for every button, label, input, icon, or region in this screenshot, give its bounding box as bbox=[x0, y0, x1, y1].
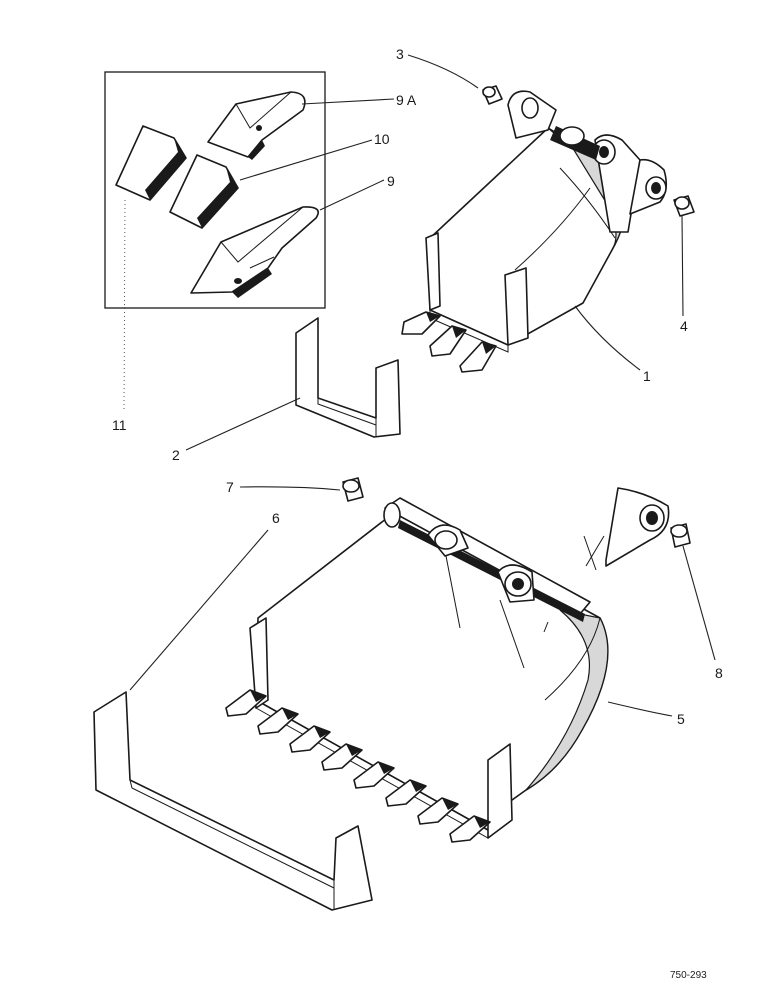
bushing-7 bbox=[342, 477, 364, 502]
callout-5: 5 bbox=[677, 711, 685, 727]
callout-11: 11 bbox=[112, 417, 127, 433]
callout-10: 10 bbox=[374, 131, 390, 147]
tooth-adapter-11 bbox=[115, 125, 187, 201]
callout-6: 6 bbox=[272, 510, 280, 526]
callout-labels: 3 9 A 10 9 4 1 11 2 7 6 8 5 bbox=[112, 46, 723, 727]
bushing-4 bbox=[673, 195, 695, 217]
callout-9: 9 bbox=[387, 173, 395, 189]
wide-bucket-5 bbox=[225, 497, 609, 843]
bucket-1-mount-ears bbox=[507, 90, 668, 233]
leader-lines bbox=[123, 54, 716, 717]
bushing-8 bbox=[670, 523, 691, 548]
bucket-5-teeth bbox=[225, 689, 491, 843]
bucket-5-mount-ears bbox=[427, 524, 535, 669]
narrow-bucket-1 bbox=[401, 90, 668, 373]
bucket-5-side-ear bbox=[583, 487, 670, 571]
callout-2: 2 bbox=[172, 447, 180, 463]
tooth-point-9 bbox=[190, 206, 319, 298]
side-cutter-2 bbox=[295, 317, 401, 438]
callout-4: 4 bbox=[680, 318, 688, 334]
tooth-point-9a bbox=[207, 91, 306, 160]
figure-code: 750-293 bbox=[670, 970, 707, 981]
tooth-adapter-10 bbox=[169, 154, 239, 229]
bushing-3 bbox=[482, 85, 503, 105]
callout-9a: 9 A bbox=[396, 92, 417, 108]
side-cutter-6 bbox=[93, 691, 373, 911]
bucket-1-teeth bbox=[401, 311, 497, 373]
callout-8: 8 bbox=[715, 665, 723, 681]
tooth-inset-box bbox=[104, 71, 326, 309]
callout-1: 1 bbox=[643, 368, 651, 384]
callout-3: 3 bbox=[396, 46, 404, 62]
callout-7: 7 bbox=[226, 479, 234, 495]
